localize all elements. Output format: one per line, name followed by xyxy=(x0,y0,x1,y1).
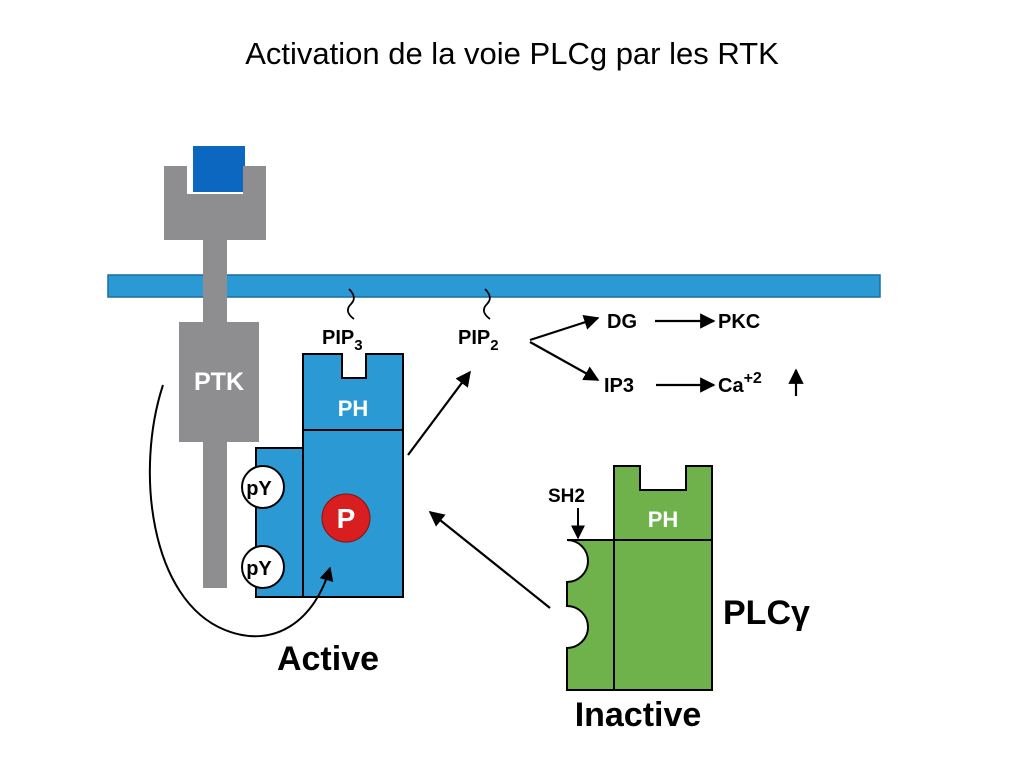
py-site-bottom xyxy=(241,545,285,589)
ca-label: Ca+2 xyxy=(718,370,762,397)
sh2-label: SH2 xyxy=(548,486,585,507)
plc-inactive: PH xyxy=(566,465,713,691)
page-title: Activation de la voie PLCg par les RTK xyxy=(245,36,779,71)
ph-label-inactive: PH xyxy=(648,507,679,532)
sh2-domain-inactive xyxy=(566,539,615,691)
pip3-label: PIP3 xyxy=(322,327,363,354)
pip2-label: PIP2 xyxy=(458,327,499,354)
dg-label: DG xyxy=(607,311,637,333)
pip2-squiggle xyxy=(483,288,491,320)
pkc-label: PKC xyxy=(718,311,760,333)
phosphorylation-arrow xyxy=(148,384,334,638)
py-site-top xyxy=(241,465,285,509)
py-label-top: pY xyxy=(246,478,272,500)
pip2-to-dg-arrow xyxy=(529,314,600,342)
plc-gamma-label: PLCγ xyxy=(723,594,810,632)
py-label-bottom: pY xyxy=(246,558,272,580)
inactive-label: Inactive xyxy=(575,696,702,734)
ip3-label: IP3 xyxy=(604,375,634,397)
receptor-stalk-lower xyxy=(203,440,227,588)
cell-membrane xyxy=(107,274,881,298)
active-label: Active xyxy=(277,640,379,678)
phospho-label: P xyxy=(337,503,356,534)
receptor-tyrosine-kinase: PTK xyxy=(164,166,266,588)
receptor-extracellular-domain xyxy=(164,166,266,240)
catalytic-domain-inactive xyxy=(613,539,713,691)
ptk-label: PTK xyxy=(194,368,244,396)
plc-to-pip2-arrow xyxy=(407,370,471,456)
inactive-to-active-arrow xyxy=(428,511,551,609)
ph-label-active: PH xyxy=(338,396,369,421)
receptor-stalk-upper xyxy=(203,238,227,324)
ptk-domain xyxy=(179,322,259,442)
phospho-circle xyxy=(321,493,371,543)
pip2-to-ip3-arrow xyxy=(529,341,600,381)
plc-active: pY pY PH P xyxy=(241,353,404,598)
pip3-squiggle xyxy=(347,288,355,320)
ligand-block xyxy=(193,146,245,192)
